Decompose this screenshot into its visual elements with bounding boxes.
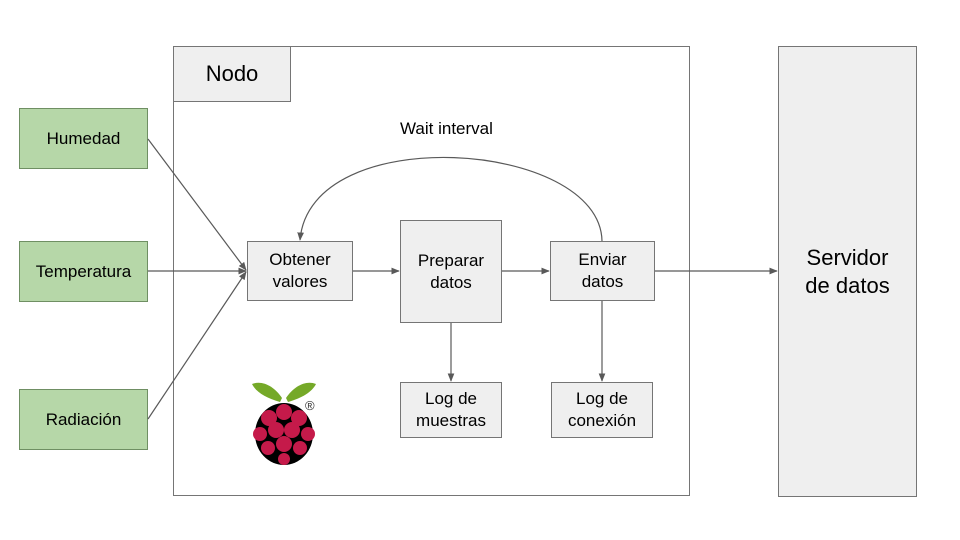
sensor-radiacion: Radiación — [19, 389, 148, 450]
servidor-de-datos: Servidor de datos — [778, 46, 917, 497]
node-title: Nodo — [173, 46, 291, 102]
step-enviar-datos: Enviar datos — [550, 241, 655, 301]
step-preparar-datos: Preparar datos — [400, 220, 502, 323]
registered-mark: ® — [305, 398, 315, 413]
arrow-loop-wait — [297, 156, 603, 242]
step-obtener-valores: Obtener valores — [247, 241, 353, 301]
sensor-temperatura: Temperatura — [19, 241, 148, 302]
log-conexion: Log de conexión — [551, 382, 653, 438]
log-muestras: Log de muestras — [400, 382, 502, 438]
raspberry-pi-icon — [252, 382, 316, 465]
sensor-humedad: Humedad — [19, 108, 148, 169]
wait-interval-label: Wait interval — [400, 119, 493, 138]
arrow-radiacion-obtener — [147, 271, 247, 420]
arrow-humedad-obtener — [147, 138, 247, 271]
